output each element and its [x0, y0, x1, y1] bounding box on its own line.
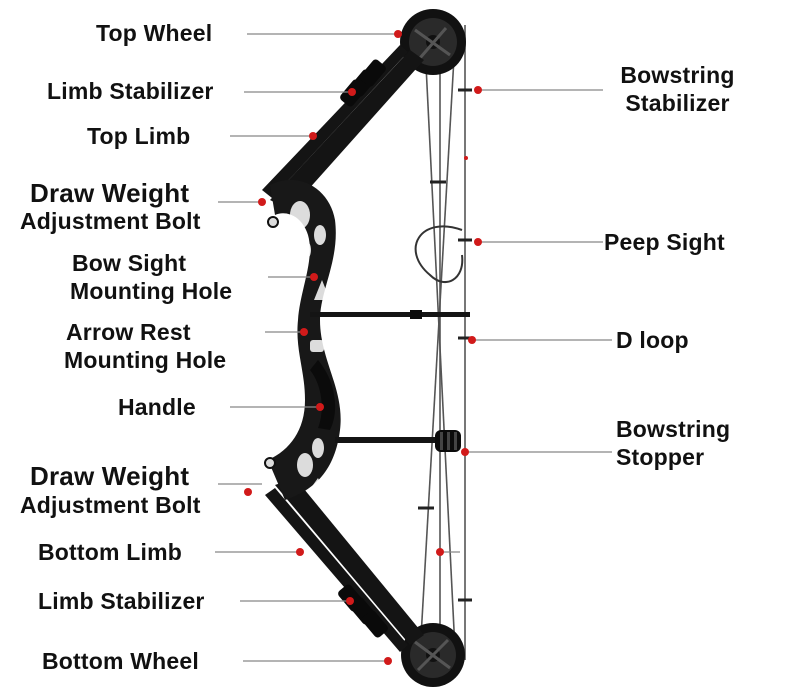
label-bowstring-stopper-line2: Stopper	[616, 444, 705, 470]
string-serving-marks	[418, 88, 472, 602]
bottom-limb	[265, 478, 424, 652]
label-top-wheel: Top Wheel	[96, 20, 213, 46]
label-arrow-rest-line2: Mounting Hole	[64, 347, 227, 373]
label-draw-weight-top-line1: Draw Weight	[30, 178, 190, 208]
label-top-limb: Top Limb	[87, 123, 191, 149]
label-bowstring-stopper-line1: Bowstring	[616, 416, 731, 442]
label-bowstring-stabilizer-line1: Bowstring	[620, 62, 735, 88]
label-arrow-rest-line1: Arrow Rest	[66, 319, 191, 345]
label-draw-weight-top-line2: Adjustment Bolt	[20, 208, 201, 234]
label-limb-stabilizer-bottom: Limb Stabilizer	[38, 588, 205, 614]
riser-handle	[268, 179, 341, 500]
label-bottom-limb: Bottom Limb	[38, 539, 183, 565]
red-markers	[244, 30, 482, 665]
label-draw-weight-bottom-line2: Adjustment Bolt	[20, 492, 201, 518]
label-handle: Handle	[118, 394, 196, 420]
peep-sight-loop	[414, 225, 464, 284]
leader-lines	[215, 33, 612, 662]
draw-weight-bolt-top	[267, 216, 279, 228]
label-peep-sight: Peep Sight	[604, 229, 725, 255]
bottom-wheel	[401, 623, 465, 687]
label-bowstring-stabilizer-line2: Stabilizer	[625, 90, 730, 116]
arrow-rest-bar	[310, 310, 470, 319]
label-draw-weight-bottom-line1: Draw Weight	[30, 461, 190, 491]
label-d-loop: D loop	[616, 327, 689, 353]
draw-weight-bolt-bottom	[264, 457, 276, 469]
label-bottom-wheel: Bottom Wheel	[42, 648, 199, 674]
label-bow-sight-line2: Mounting Hole	[70, 278, 233, 304]
label-bow-sight-line1: Bow Sight	[72, 250, 187, 276]
bowstring-cables	[419, 25, 466, 660]
label-limb-stabilizer-top: Limb Stabilizer	[47, 78, 214, 104]
bowstring-stopper-bar	[335, 430, 461, 452]
